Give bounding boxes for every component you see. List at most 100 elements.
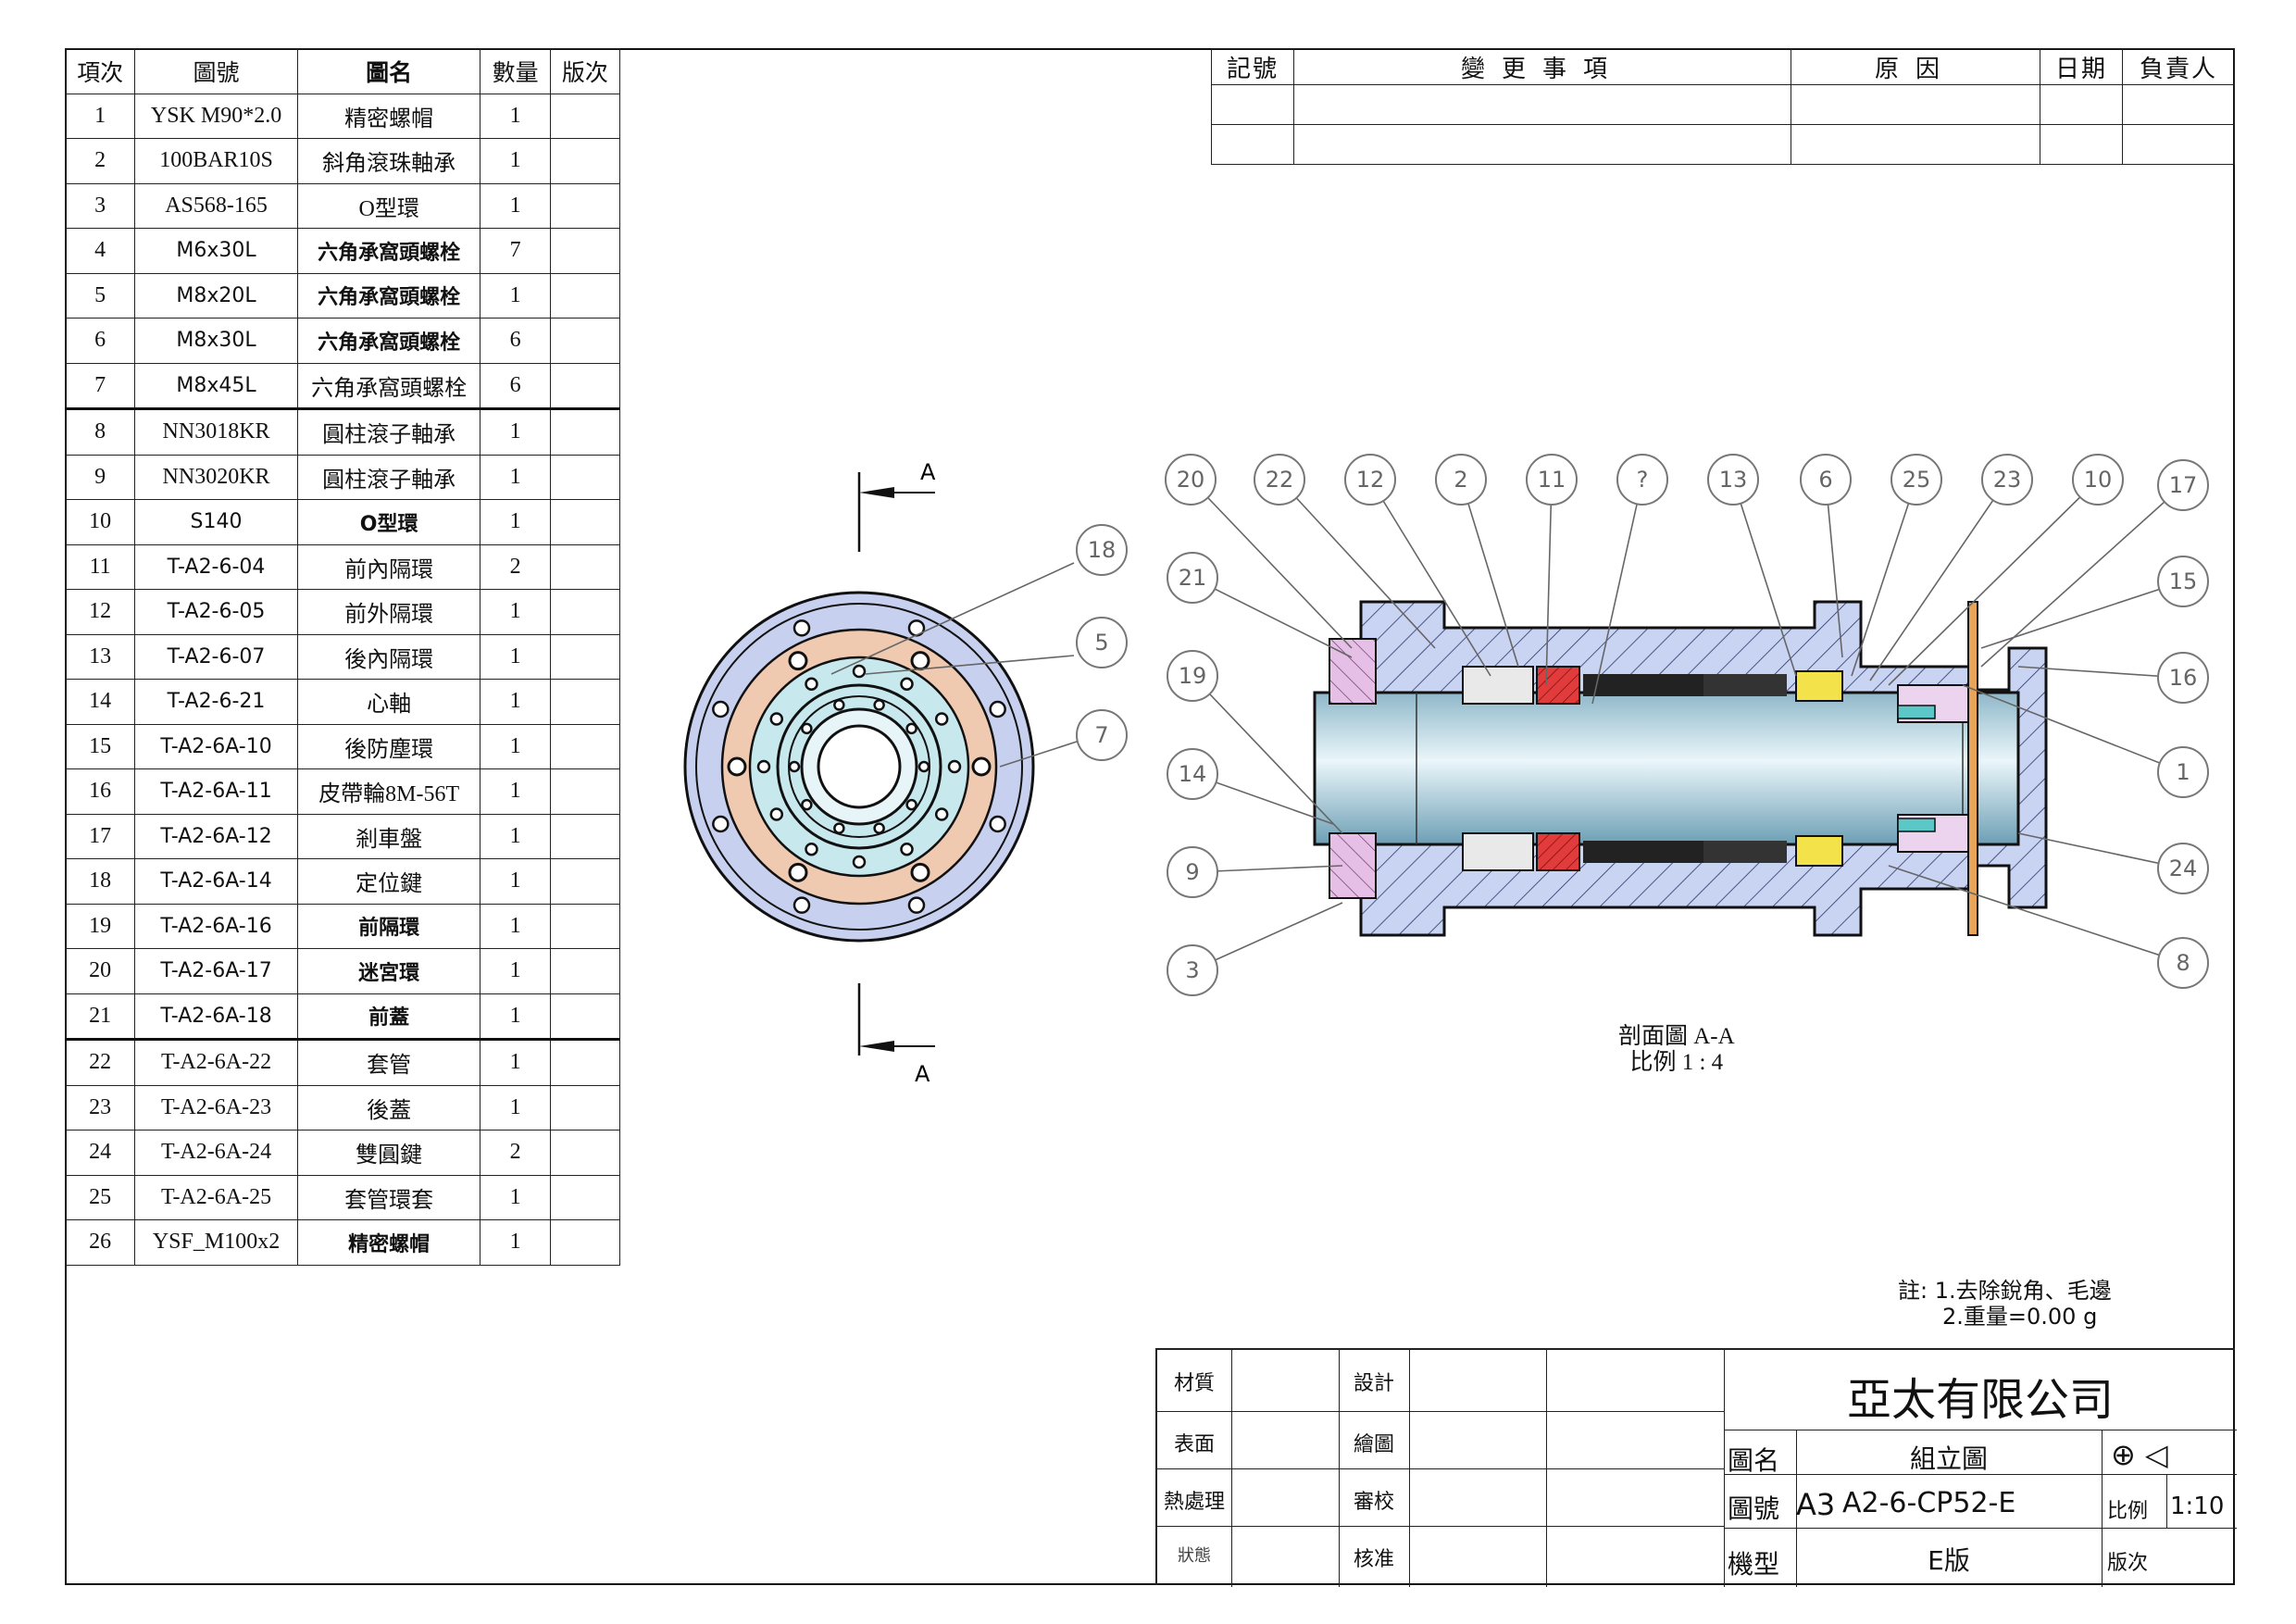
- notes: 註: 1.去除銳角、毛邊 2.重量=0.00 g: [1898, 1278, 2112, 1330]
- bom-cell-code: M8x45L: [134, 362, 298, 410]
- model-value: E版: [1928, 1545, 1970, 1576]
- balloon: 5: [1076, 617, 1128, 668]
- bolt-hole: [788, 651, 808, 671]
- bolt-hole: [905, 722, 917, 735]
- bom-cell-name: 剎車盤: [296, 813, 481, 859]
- label-model: 機型: [1728, 1549, 1780, 1580]
- balloon-number: 25: [1903, 467, 1931, 493]
- balloon: 23: [1981, 454, 2033, 506]
- section-title-text: 剖面圖 A-A: [1618, 1024, 1735, 1049]
- bom-cell-name: 六角承窩頭螺栓: [296, 228, 481, 274]
- bom-cell-code: T-A2-6A-24: [134, 1130, 298, 1176]
- bom-cell-name: 精密螺帽: [296, 93, 481, 139]
- bom-cell-rev: [549, 589, 621, 635]
- balloon: 6: [1800, 454, 1852, 506]
- bom-cell-rev: [549, 182, 621, 229]
- label-surface: 表面: [1173, 1433, 1215, 1456]
- bom-cell-qty: 1: [480, 1039, 551, 1086]
- leader-line: [1825, 479, 1843, 658]
- bom-cell-name: 後蓋: [296, 1084, 481, 1131]
- title-block: 材質 表面 熱處理 狀態 設計 繪圖 審校 核准 亞太有限公司 圖名 組立圖 ⊕…: [1155, 1348, 2237, 1587]
- label-drawing-number: 圖號: [1728, 1493, 1780, 1524]
- bolt-hole: [801, 798, 813, 811]
- balloon-number: 6: [1818, 467, 1832, 493]
- balloon-number: 12: [1356, 467, 1385, 493]
- leader-line: [1980, 484, 2184, 668]
- balloon: 16: [2157, 652, 2209, 704]
- bolt-hole: [910, 862, 930, 882]
- sheet-size: A3: [1796, 1487, 1836, 1522]
- bolt-hole: [805, 842, 818, 856]
- projection-icon: ⊕ ◁: [2111, 1437, 2168, 1472]
- table-row: [1211, 124, 2235, 165]
- bolt-hole: [852, 855, 867, 869]
- drawing-name: 組立圖: [1909, 1443, 1988, 1474]
- bolt-hole: [727, 756, 747, 777]
- bom-cell-name: 六角承窩頭螺栓: [296, 362, 481, 410]
- bolt-hole: [756, 759, 771, 774]
- bom-cell-rev: [549, 768, 621, 815]
- bolt-hole: [873, 699, 885, 711]
- bom-cell-item: 20: [64, 948, 136, 994]
- leader-line: [1851, 479, 1917, 677]
- bolt-hole: [917, 760, 930, 773]
- bom-cell-item: 5: [64, 272, 136, 319]
- bolt-hole: [769, 712, 784, 726]
- rev-header-owner: 負責人: [2122, 48, 2235, 85]
- bom-cell-item: 8: [64, 408, 136, 456]
- bom-cell-code: T-A2-6A-12: [134, 813, 298, 859]
- bom-cell-code: S140: [134, 499, 298, 545]
- bolt-hole: [934, 807, 949, 821]
- bom-cell-code: T-A2-6A-16: [134, 903, 298, 949]
- bom-cell-qty: 1: [480, 1219, 551, 1266]
- bom-cell-code: YSF_M100x2: [134, 1219, 298, 1266]
- bolt-hole: [805, 677, 818, 692]
- bom-cell-item: 23: [64, 1084, 136, 1131]
- balloon: 14: [1167, 748, 1218, 800]
- bom-cell-rev: [549, 93, 621, 139]
- bom-cell-rev: [549, 858, 621, 905]
- bom-cell-qty: 6: [480, 362, 551, 410]
- bolt-hole: [947, 759, 962, 774]
- bom-cell-code: NN3020KR: [134, 454, 298, 500]
- balloon-number: 2: [1454, 467, 1467, 493]
- bom-cell-item: 26: [64, 1219, 136, 1266]
- bolt-hole: [989, 815, 1006, 833]
- balloon-number: 1: [2176, 759, 2190, 785]
- leader-line: [1888, 479, 2099, 686]
- bolt-hole: [788, 760, 801, 773]
- balloon: 20: [1165, 454, 1217, 506]
- balloon: 19: [1167, 650, 1218, 702]
- section-marker-bottom: A: [915, 1061, 930, 1087]
- leader-line: [1192, 675, 1343, 834]
- bom-cell-name: 斜角滾珠軸承: [296, 138, 481, 184]
- balloon-number: 5: [1094, 630, 1108, 656]
- bom-cell-qty: 1: [480, 858, 551, 905]
- balloon-number: 7: [1094, 722, 1108, 748]
- leader-line: [1980, 581, 2184, 649]
- balloon-number: 13: [1719, 467, 1748, 493]
- bolt-hole: [788, 862, 808, 882]
- bom-cell-name: 前外隔環: [296, 589, 481, 635]
- balloon-number: 23: [1993, 467, 2022, 493]
- bom-cell-item: 7: [64, 362, 136, 410]
- note-line-2: 2.重量=0.00 g: [1942, 1304, 2098, 1330]
- balloon: 24: [2157, 843, 2209, 894]
- bom-header-qty: 數量: [480, 48, 551, 94]
- bom-cell-code: T-A2-6A-22: [134, 1039, 298, 1086]
- balloon: 3: [1167, 944, 1218, 996]
- leader-line: [1545, 479, 1553, 686]
- bom-cell-rev: [549, 813, 621, 859]
- bolt-hole: [792, 619, 811, 637]
- bom-cell-qty: 1: [480, 903, 551, 949]
- bom-cell-name: 後內隔環: [296, 633, 481, 680]
